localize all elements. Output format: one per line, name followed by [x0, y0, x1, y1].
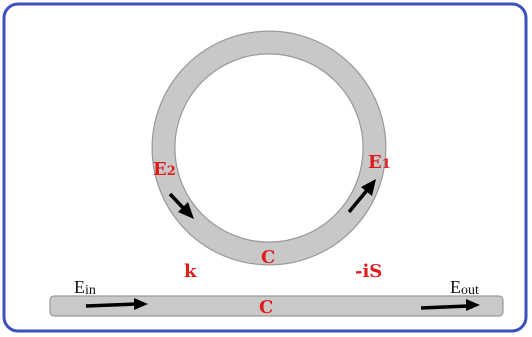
bus-waveguide [49, 295, 504, 317]
arrow-eout-icon [420, 299, 480, 311]
diagram-frame: E2 E1 C k -iS C Ein Eout [2, 2, 528, 333]
label-ring-coupling-c: C [261, 247, 275, 268]
arrow-e2-icon [168, 192, 194, 219]
arrow-ein-icon [85, 298, 148, 310]
label-neg-is: -iS [355, 261, 382, 282]
label-e2: E2 [153, 159, 176, 180]
label-eout: Eout [450, 277, 479, 298]
label-ein: Ein [74, 277, 96, 298]
arrow-e1-icon [347, 179, 376, 214]
frame-border [2, 2, 528, 333]
ring-resonator-diagram: E2 E1 C k -iS C Ein Eout [2, 2, 528, 333]
label-e1: E1 [368, 152, 391, 173]
label-waveguide-coupling-c: C [259, 297, 273, 318]
label-k: k [184, 261, 197, 282]
ring-resonator-body [152, 31, 386, 265]
